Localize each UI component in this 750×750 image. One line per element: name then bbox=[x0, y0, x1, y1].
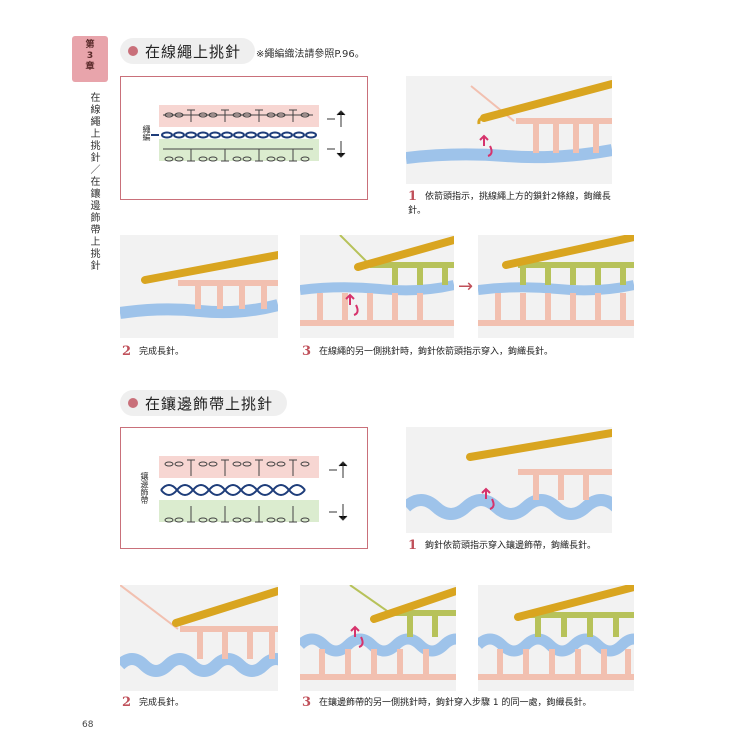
diagram-green-band bbox=[159, 500, 319, 522]
stitch-symbols bbox=[151, 109, 346, 162]
step-photo-2-3b bbox=[478, 585, 634, 691]
diagram-green-band bbox=[159, 139, 319, 161]
step-photo-1-1 bbox=[406, 76, 612, 184]
step-number: 2 bbox=[122, 695, 132, 710]
step-number: 3 bbox=[302, 344, 312, 359]
step-2-2: 2 完成長針。 bbox=[122, 696, 184, 710]
step-number: 2 bbox=[122, 344, 132, 359]
diagram-pink-band bbox=[159, 105, 319, 127]
step-2-1: 1 鉤針依箭頭指示穿入鑲邊飾帶，鉤織長針。 bbox=[408, 539, 596, 553]
arrow-right-icon: → bbox=[458, 276, 474, 297]
diagram-pink-band bbox=[159, 456, 319, 478]
step-1-2: 2 完成長針。 bbox=[122, 345, 184, 359]
step-text: 鉤針依箭頭指示穿入鑲邊飾帶，鉤織長針。 bbox=[425, 541, 597, 551]
chapter-tab: 第 3 章 bbox=[72, 36, 108, 82]
stitch-symbols bbox=[160, 459, 348, 523]
step-2-3: 3 在鑲邊飾帶的另一側挑針時，鉤針穿入步驟 1 的同一處，鉤織長針。 bbox=[302, 696, 592, 710]
step-photo-2-2 bbox=[120, 585, 278, 691]
step-text: 完成長針。 bbox=[139, 698, 185, 708]
section-title-2: 在鑲邊飾帶上挑針 bbox=[145, 394, 274, 413]
step-photo-2-1 bbox=[406, 427, 612, 533]
section-heading-2: 在鑲邊飾帶上挑針 bbox=[120, 390, 288, 416]
chapter-label-1: 第 bbox=[85, 40, 95, 50]
side-title: 在線繩上挑針／在鑲邊飾帶上挑針 bbox=[88, 92, 99, 272]
step-photo-1-2 bbox=[120, 235, 278, 338]
step-photo-1-3a bbox=[300, 235, 454, 338]
step-text: 在鑲邊飾帶的另一側挑針時，鉤針穿入步驟 1 的同一處，鉤織長針。 bbox=[319, 698, 592, 708]
bullet-dot-icon bbox=[128, 398, 138, 408]
step-text: 在線繩的另一側挑針時，鉤針依箭頭指示穿入，鉤織長針。 bbox=[319, 347, 554, 357]
diagram-label-2: 鑲邊飾帶 bbox=[140, 472, 149, 504]
page-number: 68 bbox=[82, 720, 94, 730]
step-text: 完成長針。 bbox=[139, 347, 185, 357]
step-photo-2-3a bbox=[300, 585, 456, 691]
step-text: 依箭頭指示，挑線繩上方的鎖針2條線，鉤織長針。 bbox=[408, 192, 611, 216]
stitch-diagram-1: 繩編 bbox=[120, 76, 368, 200]
bullet-dot-icon bbox=[128, 46, 138, 56]
step-1-3: 3 在線繩的另一側挑針時，鉤針依箭頭指示穿入，鉤織長針。 bbox=[302, 345, 553, 359]
step-number: 3 bbox=[302, 695, 312, 710]
section-title-1: 在線繩上挑針 bbox=[145, 42, 242, 61]
chapter-label-2: 章 bbox=[85, 62, 95, 72]
chapter-number: 3 bbox=[86, 51, 94, 61]
diagram-label-1: 繩編 bbox=[142, 125, 151, 141]
reference-note: ※繩編織法請參照P.96。 bbox=[256, 49, 365, 60]
step-number: 1 bbox=[408, 189, 418, 204]
section-heading-1: 在線繩上挑針 bbox=[120, 38, 256, 64]
step-photo-1-3b bbox=[478, 235, 634, 338]
stitch-diagram-2: 鑲邊飾帶 bbox=[120, 427, 368, 549]
step-number: 1 bbox=[408, 538, 418, 553]
